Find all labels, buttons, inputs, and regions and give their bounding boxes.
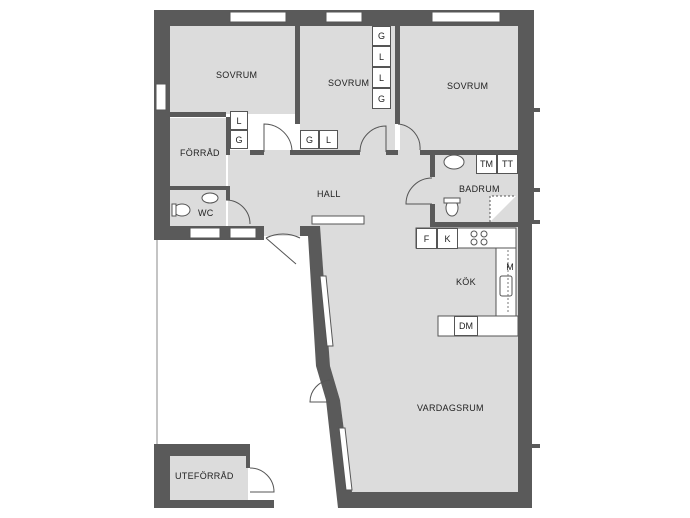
fixture-g-forrad: G	[230, 130, 248, 149]
wall-sovrum-bottom-d	[420, 150, 518, 155]
door-entrance	[265, 233, 301, 265]
wall-badrum-left	[430, 155, 435, 177]
room-label-sovrum-middle: SOVRUM	[328, 78, 370, 88]
wall-right-top	[518, 10, 534, 222]
fixture-dm: DM	[454, 316, 478, 336]
fixture-g-sovrum-1: G	[372, 26, 391, 46]
bathroom-fixtures	[171, 154, 516, 222]
floor-forrad	[170, 118, 226, 186]
kitchen-island	[437, 315, 519, 337]
wc-toilet-tank	[171, 203, 177, 217]
wall-sovrum-divider-2	[395, 26, 400, 124]
wall-badrum-left-b	[430, 204, 435, 226]
door-sovrum-right	[397, 123, 421, 151]
room-label-kok: KÖK	[456, 277, 476, 287]
room-label-uteforrad: UTEFÖRRÅD	[175, 471, 234, 481]
floor-uteforrad	[170, 456, 248, 502]
room-label-forrad: FÖRRÅD	[180, 148, 220, 158]
wall-sovrum-bottom-c	[386, 150, 398, 155]
window-top-3	[431, 11, 501, 23]
badrum-toilet-tank	[443, 197, 461, 204]
fixture-l-forrad: L	[230, 111, 248, 130]
fixture-l-hall: L	[319, 130, 338, 149]
fixture-tt: TT	[497, 154, 518, 174]
exterior-marks	[532, 108, 540, 448]
fixture-g-hall: G	[300, 130, 319, 149]
wall-uteforrad-right-a	[246, 444, 250, 468]
door-wc	[225, 199, 251, 225]
wall-sovrum-divider-1	[295, 26, 300, 124]
window-bottom-left-1	[189, 227, 221, 239]
door-balcony	[309, 379, 331, 403]
fixture-l-sovrum-2: L	[372, 67, 391, 88]
wall-uteforrad-left	[154, 444, 170, 508]
room-label-sovrum-left: SOVRUM	[216, 70, 258, 80]
floor-sovrum-right	[400, 26, 518, 150]
room-label-hall: HALL	[317, 189, 341, 199]
wall-sovrum-bottom-left	[170, 112, 226, 117]
fixture-k: K	[437, 228, 458, 249]
fixture-m: M	[506, 262, 514, 272]
room-label-badrum: BADRUM	[459, 184, 500, 194]
wall-wc-right	[226, 186, 230, 200]
fixture-f: F	[416, 228, 437, 249]
wc-sink	[201, 192, 219, 204]
wall-uteforrad-top	[154, 444, 248, 456]
wall-hall-counter	[311, 215, 365, 225]
wall-slanted	[300, 226, 352, 508]
window-bottom-left-2	[229, 227, 257, 239]
windows	[155, 11, 501, 491]
window-slanted-1	[319, 275, 334, 347]
wall-uteforrad-bottom	[154, 500, 274, 508]
fixture-g-sovrum-2: G	[372, 88, 391, 109]
badrum-shower	[489, 195, 516, 222]
window-left	[155, 83, 167, 111]
badrum-sink	[443, 154, 465, 170]
room-label-sovrum-right: SOVRUM	[447, 81, 489, 91]
door-sovrum-middle	[359, 125, 387, 153]
wall-sovrum-bottom-b	[290, 150, 360, 155]
door-uteforrad	[249, 467, 275, 493]
wall-right-bottom	[518, 222, 532, 508]
window-top-1	[229, 11, 287, 23]
wall-forrad-right	[226, 117, 230, 155]
window-slanted-2	[338, 427, 353, 491]
wall-sovrum-bottom-a	[250, 150, 264, 155]
door-swings	[225, 123, 433, 493]
door-badrum	[405, 177, 433, 205]
wall-badrum-bottom	[430, 222, 520, 227]
room-label-wc: WC	[198, 208, 214, 218]
fixture-l-sovrum-1: L	[372, 46, 391, 67]
window-top-2	[325, 11, 363, 23]
wall-left	[154, 10, 170, 240]
wall-bottom	[352, 492, 532, 508]
wall-forrad-bottom	[170, 186, 228, 190]
fixture-tm: TM	[476, 154, 497, 174]
floor-sovrum-left	[170, 26, 295, 114]
door-sovrum-left	[263, 123, 293, 153]
room-label-vardagsrum: VARDAGSRUM	[417, 403, 484, 413]
